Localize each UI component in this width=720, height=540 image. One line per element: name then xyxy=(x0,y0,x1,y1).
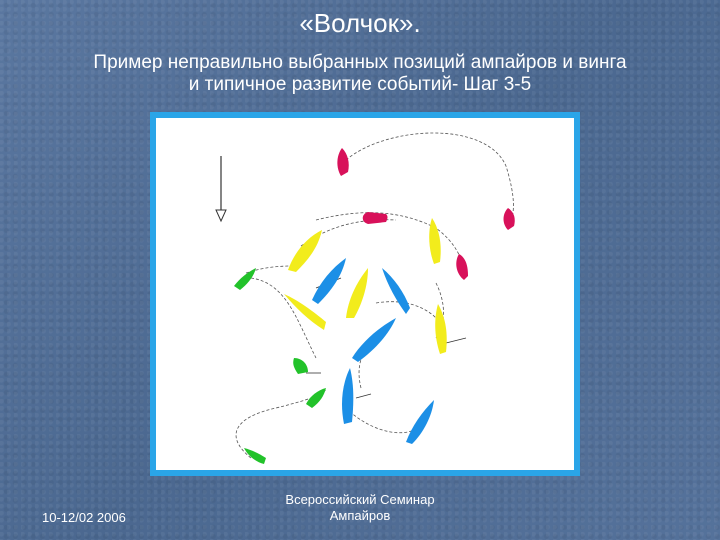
slide-title: «Волчок». xyxy=(299,8,421,38)
track-blue-lower xyxy=(345,407,415,434)
boat-yellow-1 xyxy=(288,230,322,272)
blue-boats xyxy=(312,258,434,444)
track-magenta-top xyxy=(345,132,514,221)
boat-magenta-lower xyxy=(456,254,468,280)
boat-green-3 xyxy=(306,388,326,408)
track-center xyxy=(358,342,372,389)
boat-blue-2 xyxy=(382,268,410,314)
subtitle-line-2: и типичное развитие событий- Шаг 3-5 xyxy=(188,74,532,95)
track-magenta-mid xyxy=(315,212,465,269)
boat-green-2 xyxy=(293,358,308,374)
track-green-upper xyxy=(245,265,292,274)
boat-yellow-3 xyxy=(346,268,368,318)
track-yellow-upper xyxy=(300,219,397,247)
boat-blue-3 xyxy=(352,318,396,362)
footer-seminar: Всероссийский Семинар Ампайров xyxy=(260,492,460,524)
track-yellow-right xyxy=(435,282,444,339)
track-green-left xyxy=(250,277,317,359)
footer-seminar-line-1: Всероссийский Семинар xyxy=(285,492,435,507)
wind-arrow-icon xyxy=(215,156,227,223)
boat-yellow-2 xyxy=(429,218,441,264)
diagram-frame xyxy=(150,112,580,476)
track-blue-mid xyxy=(375,301,437,319)
slide-subtitle: Пример неправильно выбранных позиций амп… xyxy=(60,52,660,96)
green-boats xyxy=(234,268,326,464)
footer-date: 10-12/02 2006 xyxy=(42,510,126,525)
boat-blue-1 xyxy=(312,258,346,304)
diagram-canvas xyxy=(156,118,574,470)
boat-blue-4 xyxy=(342,368,354,424)
boat-magenta-right xyxy=(503,208,515,230)
subtitle-line-1: Пример неправильно выбранных позиций амп… xyxy=(93,52,627,73)
boat-yellow-5 xyxy=(435,304,447,354)
boat-positions-diagram xyxy=(215,132,515,464)
boat-green-1 xyxy=(234,268,256,290)
boat-blue-5 xyxy=(406,400,434,444)
boat-magenta-mid xyxy=(362,212,388,224)
yellow-boats xyxy=(284,218,447,354)
boat-yellow-4 xyxy=(284,294,326,330)
magenta-boats xyxy=(337,148,515,280)
boat-green-4 xyxy=(244,448,266,464)
boat-magenta-top xyxy=(337,148,349,176)
footer-seminar-line-2: Ампайров xyxy=(329,508,391,523)
boat-tracks xyxy=(235,132,514,459)
